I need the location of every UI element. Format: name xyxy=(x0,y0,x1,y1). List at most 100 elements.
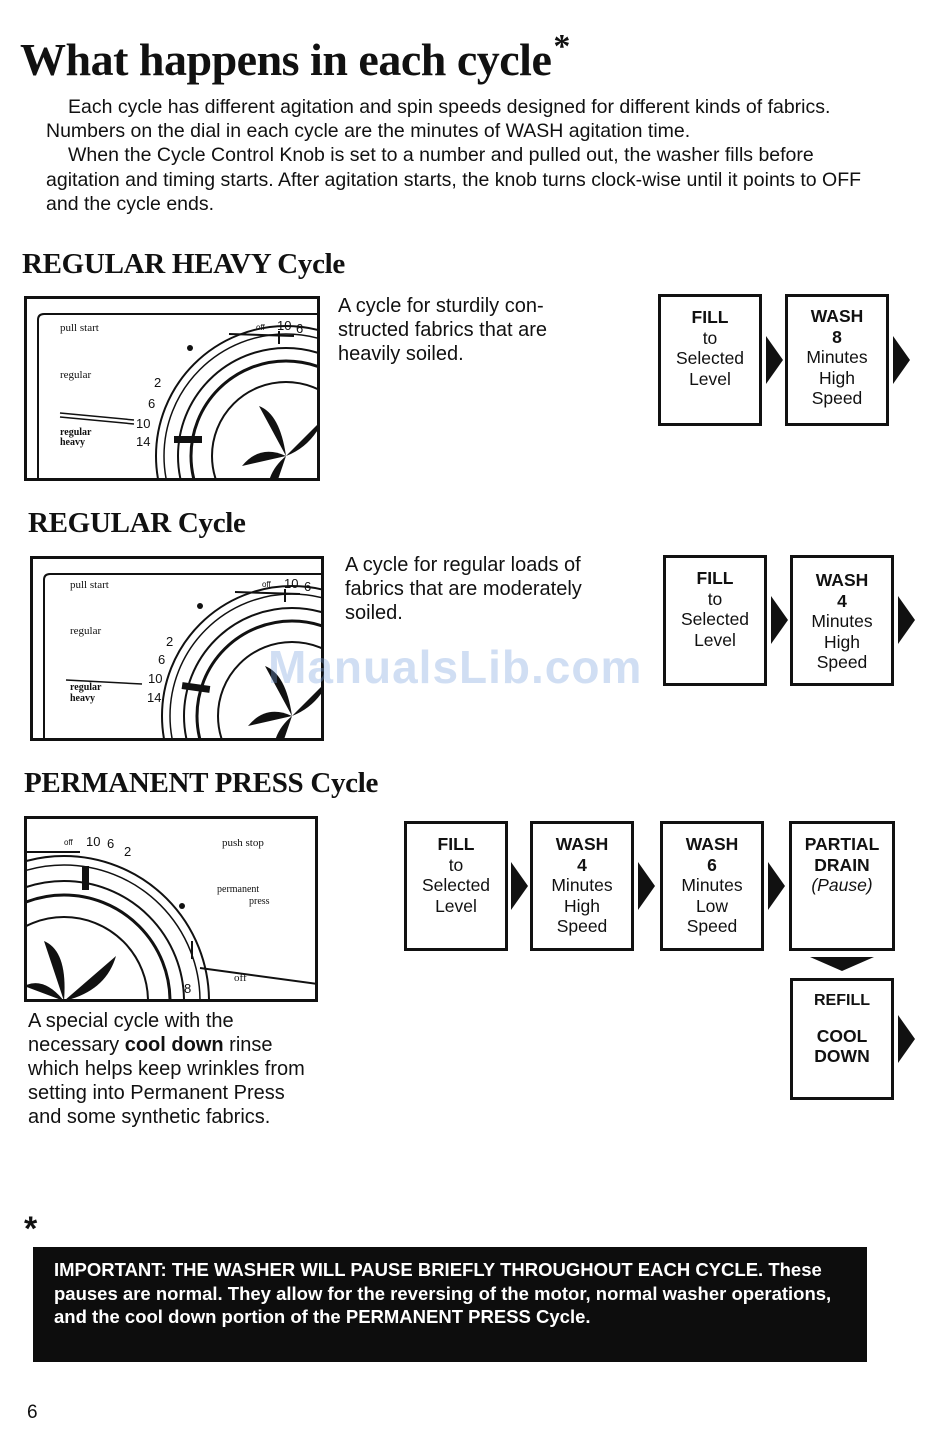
step-line: Level xyxy=(689,368,731,389)
flow-arrow-right xyxy=(511,862,528,910)
footnote-mark: * xyxy=(24,1210,38,1248)
regular-heavy-description: A cycle for sturdily con-structed fabric… xyxy=(338,295,547,365)
step-line: High xyxy=(819,367,855,388)
intro-paragraph-2: When the Cycle Control Knob is set to a … xyxy=(46,144,862,215)
dial-number-6: 6 xyxy=(148,396,155,411)
step-line: High xyxy=(564,895,600,916)
flow-arrow-down xyxy=(810,957,874,971)
step-line: to xyxy=(707,588,723,609)
page-title: What happens in each cycle* xyxy=(20,30,570,83)
dial-label-pull-start: pull start xyxy=(60,322,99,334)
step-line: DOWN xyxy=(814,1046,870,1066)
dial-number-8: 8 xyxy=(184,981,191,996)
step-line: Low xyxy=(695,895,729,916)
dial-number-2: 2 xyxy=(154,375,161,390)
dial-number-14: 14 xyxy=(136,434,150,449)
step-line: WASH xyxy=(815,570,869,590)
step-line: REFILL xyxy=(814,992,870,1009)
regular-description: A cycle for regular loads of fabrics tha… xyxy=(345,554,582,624)
dial-top-10: 10 xyxy=(284,576,298,591)
description-text: A special cycle with the necessary xyxy=(28,1010,234,1056)
step-line: 4 xyxy=(577,854,587,875)
dial-label-regular-heavy-2: heavy xyxy=(70,693,95,704)
dial-label-off: off xyxy=(234,972,247,984)
regular-heavy-step-fill: FILL to Selected Level xyxy=(658,294,762,426)
dial-label-push-stop: push stop xyxy=(222,837,264,849)
dial-number-2: 2 xyxy=(124,844,131,859)
step-line: Minutes xyxy=(811,611,873,631)
step-line: FILL xyxy=(691,307,729,327)
intro-paragraph-1: Each cycle has different agitation and s… xyxy=(46,96,831,143)
page-number: 6 xyxy=(27,1402,38,1423)
step-line: 8 xyxy=(832,326,842,347)
dial-top-6: 6 xyxy=(296,321,303,336)
permanent-press-step-wash-low: WASH 6 Minutes Low Speed xyxy=(660,821,764,951)
flow-arrow-right xyxy=(768,862,785,910)
step-line: Speed xyxy=(811,388,863,408)
regular-heading: REGULAR Cycle xyxy=(28,507,246,539)
regular-heavy-heading: REGULAR HEAVY Cycle xyxy=(22,248,345,280)
dial-top-6: 6 xyxy=(304,579,311,594)
step-line: WASH xyxy=(685,834,739,854)
dial-number-10: 10 xyxy=(86,834,100,849)
dial-number-6: 6 xyxy=(158,652,165,667)
dial-label-off-top: off xyxy=(64,838,74,847)
dial-label-regular: regular xyxy=(70,625,101,637)
step-line: Selected xyxy=(680,609,750,629)
dial-top-10: 10 xyxy=(277,318,291,333)
dial-number-10: 10 xyxy=(136,416,150,431)
page-title-text: What happens in each cycle xyxy=(20,34,552,85)
permanent-press-step-wash-high: WASH 4 Minutes High Speed xyxy=(530,821,634,951)
permanent-press-heading: PERMANENT PRESS Cycle xyxy=(24,767,379,799)
step-line: WASH xyxy=(810,306,864,326)
dial-number-14: 14 xyxy=(147,690,161,705)
regular-heavy-dial-illustration: pull start regular regular heavy 2 6 10 … xyxy=(24,296,320,481)
permanent-press-step-fill: FILL to Selected Level xyxy=(404,821,508,951)
step-line: PARTIAL xyxy=(804,834,880,854)
dial-label-press: press xyxy=(249,896,270,907)
dial-label-off: off xyxy=(256,323,266,332)
step-line: Minutes xyxy=(681,875,743,895)
dial-number-6: 6 xyxy=(107,836,114,851)
step-line: Selected xyxy=(421,875,491,895)
permanent-press-description: A special cycle with the necessary cool … xyxy=(28,1009,318,1129)
watermark: ManualsLib.com xyxy=(268,641,643,693)
description-bold-text: cool down xyxy=(124,1034,224,1056)
dial-label-regular-heavy-1: regular xyxy=(70,682,102,693)
dial-label-regular-heavy-1: regular xyxy=(60,427,92,438)
permanent-press-step-refill-cool-down: REFILL COOL DOWN xyxy=(790,978,894,1100)
step-line: Selected xyxy=(675,348,745,368)
step-line: WASH xyxy=(555,834,609,854)
step-line: Minutes xyxy=(806,347,868,367)
regular-dial-illustration: pull start regular regular heavy 2 6 10 … xyxy=(30,556,324,741)
permanent-press-step-partial-drain: PARTIAL DRAIN (Pause) xyxy=(789,821,895,951)
important-notice: IMPORTANT: THE WASHER WILL PAUSE BRIEFLY… xyxy=(33,1247,867,1362)
step-line: 4 xyxy=(837,590,847,611)
step-line: 6 xyxy=(707,854,717,875)
step-line: to xyxy=(448,854,464,875)
flow-arrow-right xyxy=(893,336,910,384)
step-line: to xyxy=(702,327,718,348)
step-line: High xyxy=(824,631,860,652)
footnote-mark: * xyxy=(553,28,570,65)
step-line: Level xyxy=(435,895,477,916)
step-line: Speed xyxy=(816,652,868,672)
step-line: Minutes xyxy=(551,875,613,895)
step-line: Speed xyxy=(686,916,738,936)
step-line: DRAIN xyxy=(814,854,870,875)
dial-label-regular: regular xyxy=(60,369,91,381)
regular-step-wash: WASH 4 Minutes High Speed xyxy=(790,555,894,686)
dial-label-off: off xyxy=(262,580,272,589)
permanent-press-dial-illustration: off 10 6 2 push stop permanent press off… xyxy=(24,816,318,1002)
regular-heavy-step-wash: WASH 8 Minutes High Speed xyxy=(785,294,889,426)
dial-number-2: 2 xyxy=(166,634,173,649)
step-line: (Pause) xyxy=(811,875,873,895)
flow-arrow-right xyxy=(898,1015,915,1063)
step-line: Speed xyxy=(556,916,608,936)
flow-arrow-right xyxy=(898,596,915,644)
step-line: FILL xyxy=(437,834,475,854)
flow-arrow-right xyxy=(638,862,655,910)
step-line: FILL xyxy=(696,568,734,588)
description-text: rinse which helps keep wrinkles from set… xyxy=(28,1034,305,1128)
dial-label-permanent: permanent xyxy=(217,884,259,895)
